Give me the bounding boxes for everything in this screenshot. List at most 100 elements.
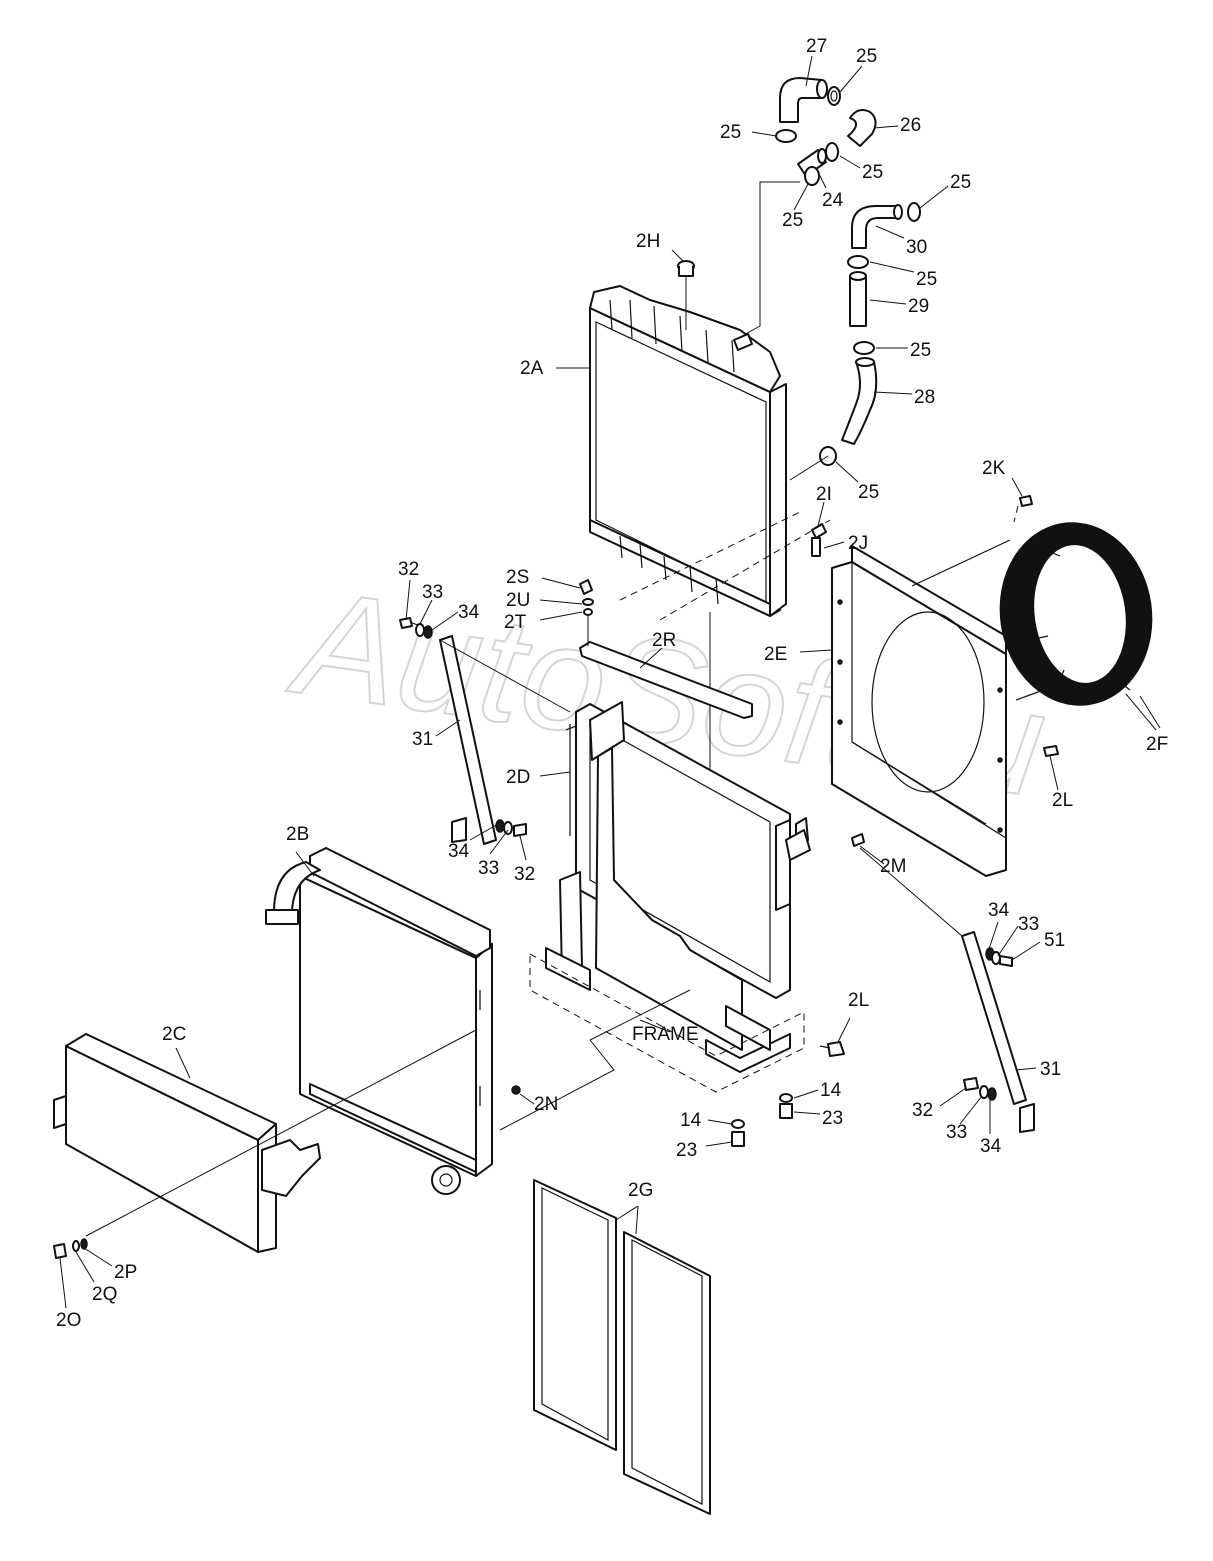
- callout-31-right: 31: [1040, 1059, 1061, 1080]
- clamp-25-left: [775, 129, 797, 143]
- callout-2N: 2N: [534, 1094, 558, 1115]
- leader-radiator-clamp: [789, 455, 829, 481]
- callout-25-top: 25: [856, 46, 877, 67]
- hose-30: [851, 204, 903, 249]
- support-frame-2D: [545, 701, 809, 1073]
- clamp-25-top: [827, 86, 841, 106]
- bolt-set-34-33-51: [859, 847, 1013, 967]
- clamp-25-mid-left: [804, 166, 820, 186]
- frame-outline: [499, 953, 805, 1131]
- callout-frame: FRAME: [632, 1024, 699, 1045]
- callout-33-upper: 33: [422, 582, 443, 603]
- callout-32-lower: 32: [912, 1100, 933, 1121]
- clamp-25-mid-right: [825, 142, 839, 162]
- hose-29: [849, 271, 867, 327]
- hose-28: [841, 357, 878, 445]
- clamp-25-below-29: [853, 341, 875, 355]
- callout-51: 51: [1044, 930, 1065, 951]
- dashline-radiator-drain: [659, 519, 831, 621]
- plate-2R: [579, 641, 753, 719]
- callout-25-below-29: 25: [910, 340, 931, 361]
- callout-2E: 2E: [764, 644, 787, 665]
- callout-2F: 2F: [1146, 734, 1168, 755]
- callout-14-left: 14: [680, 1110, 702, 1131]
- callout-34-lower: 34: [980, 1136, 1002, 1157]
- bolt-set-32-33-34-upper: [399, 617, 571, 713]
- bolt-2L-frame: [819, 1041, 845, 1057]
- screens-2G: [533, 1179, 711, 1515]
- callout-2T: 2T: [504, 612, 527, 633]
- callout-2B: 2B: [286, 824, 309, 845]
- callout-2M: 2M: [880, 856, 906, 877]
- callout-25-upper-right: 25: [950, 172, 971, 193]
- clamp-25-below-30: [847, 255, 869, 269]
- callout-23-right: 23: [822, 1108, 843, 1129]
- callout-2L-frame: 2L: [848, 990, 869, 1011]
- callout-2C: 2C: [162, 1024, 186, 1045]
- callout-32-middle: 32: [514, 864, 535, 885]
- bolt-2N: [511, 1085, 521, 1095]
- callout-27: 27: [806, 36, 827, 57]
- stay-31-left: [439, 635, 497, 845]
- condenser-2C: [53, 1029, 477, 1253]
- radiator-2A: [589, 181, 800, 617]
- callout-26: 26: [900, 115, 921, 136]
- hose-27: [779, 77, 828, 123]
- bolt-2K: [1013, 495, 1033, 523]
- hose-24: [797, 148, 827, 177]
- callout-32-upper: 32: [398, 559, 419, 580]
- callout-33-middle: 33: [478, 858, 499, 879]
- bolt-set-32-33-34-lower: [963, 1077, 997, 1101]
- callout-30: 30: [906, 237, 927, 258]
- callout-23-left: 23: [676, 1140, 697, 1161]
- callout-34-right: 34: [988, 900, 1010, 921]
- callout-24: 24: [822, 190, 844, 211]
- callout-2G: 2G: [628, 1180, 653, 1201]
- callout-25-below-30: 25: [916, 269, 937, 290]
- bracket-2M: [785, 829, 865, 861]
- callout-2J: 2J: [848, 533, 868, 554]
- callout-2D: 2D: [506, 767, 530, 788]
- callout-2A: 2A: [520, 358, 544, 379]
- callout-31-left: 31: [412, 729, 433, 750]
- callout-2P: 2P: [114, 1262, 137, 1283]
- oil-cooler-2B: [265, 847, 493, 1195]
- dashline-radiator-shroud: [619, 511, 801, 601]
- stay-31-right: [961, 931, 1035, 1133]
- callout-34-middle: 34: [448, 841, 470, 862]
- drain-2I: [811, 523, 827, 557]
- callout-2S: 2S: [506, 567, 529, 588]
- callout-29: 29: [908, 296, 929, 317]
- callout-2O: 2O: [56, 1310, 81, 1331]
- callout-2U: 2U: [506, 590, 530, 611]
- callout-33-lower: 33: [946, 1122, 967, 1143]
- callout-2I: 2I: [816, 484, 832, 505]
- bolt-14-23-left: [731, 1119, 745, 1147]
- bolt-14-23-right: [779, 1093, 793, 1119]
- cap-2H: [677, 260, 695, 330]
- callout-2L-shroud: 2L: [1052, 790, 1073, 811]
- callout-14-right: 14: [820, 1080, 842, 1101]
- bolt-set-2O-2Q-2P: [53, 1238, 88, 1259]
- callout-labels: 27 25 26 25 25 24 25 25 30 25 29 25 28 2…: [56, 36, 1168, 1331]
- bolt-set-32-33-34-middle: [495, 819, 527, 837]
- callout-33-right: 33: [1018, 914, 1039, 935]
- callout-25-mid-right: 25: [862, 162, 883, 183]
- callout-2R: 2R: [652, 630, 676, 651]
- callout-25-left: 25: [720, 122, 741, 143]
- hose-26: [847, 109, 877, 147]
- callout-25-mid-left: 25: [782, 210, 803, 231]
- callout-2Q: 2Q: [92, 1284, 117, 1305]
- clamp-25-upper-right: [907, 202, 921, 222]
- callout-25-lower: 25: [858, 482, 879, 503]
- callout-2H: 2H: [636, 231, 660, 252]
- callout-28: 28: [914, 387, 935, 408]
- bolt-set-2S-2U-2T: [579, 579, 594, 646]
- callout-34-upper: 34: [458, 602, 480, 623]
- leader-lines: [59, 55, 1059, 1309]
- shroud-2E: [831, 545, 1007, 877]
- callout-2K: 2K: [982, 458, 1006, 479]
- bolt-2L-shroud: [1043, 745, 1059, 757]
- fan-guard-2F: [911, 522, 1161, 731]
